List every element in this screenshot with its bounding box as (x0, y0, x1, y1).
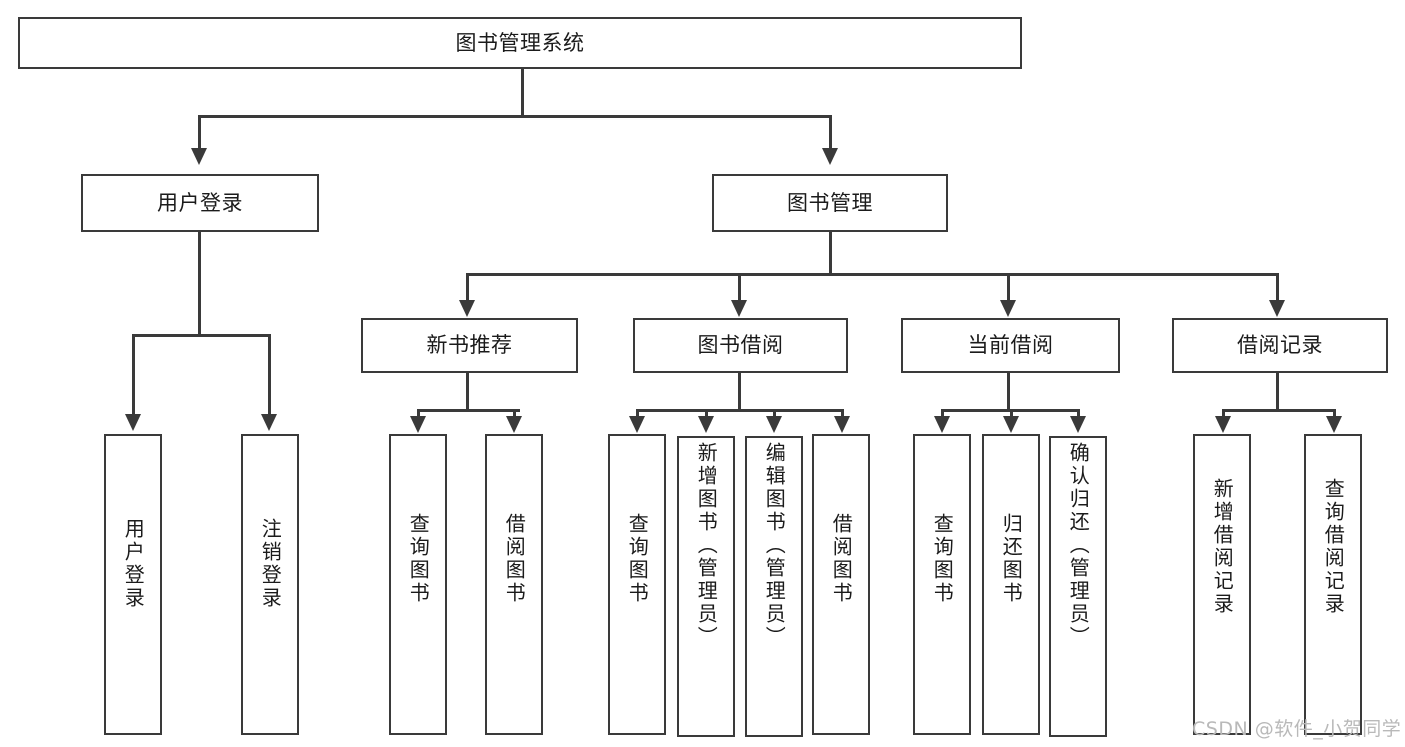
node-leaf-logout-login[interactable]: 注销登录 (241, 434, 299, 735)
node-label: 注销登录 (258, 518, 283, 610)
node-leaf-borrow-book-1[interactable]: 借阅图书 (485, 434, 543, 735)
arrowhead-leaf-edit-book (766, 416, 782, 433)
node-leaf-query-borrow-record[interactable]: 查询借阅记录 (1304, 434, 1362, 735)
node-label: 借阅记录 (1237, 333, 1323, 358)
edge-drop-leaf-edit-book (773, 409, 776, 419)
arrowhead-leaf-logout (261, 414, 277, 431)
node-leaf-query-book-2[interactable]: 查询图书 (608, 434, 666, 735)
edge-book-manage-stem (829, 232, 832, 276)
edge-current-borrow-stem (1007, 373, 1010, 412)
node-root-book-management-system[interactable]: 图书管理系统 (18, 17, 1022, 69)
arrowhead-new-book-rec (459, 300, 475, 317)
edge-borrow-record-stem (1276, 373, 1279, 412)
arrowhead-leaf-add-record (1215, 416, 1231, 433)
edge-drop-leaf-user-login (132, 334, 135, 417)
node-label: 编辑图书（管理员） (762, 442, 787, 649)
node-label: 查询图书 (406, 513, 431, 605)
node-leaf-add-book-admin[interactable]: 新增图书（管理员） (677, 436, 735, 737)
arrowhead-borrow-record (1269, 300, 1285, 317)
node-label: 图书管理系统 (455, 30, 585, 55)
node-label: 新增借阅记录 (1210, 478, 1235, 616)
edge-borrow-record-bar (1222, 409, 1336, 412)
node-label: 用户登录 (157, 190, 243, 215)
edge-book-borrow-bar (636, 409, 844, 412)
edge-drop-book-borrow (738, 273, 741, 303)
edge-drop-leaf-query-book-3 (941, 409, 944, 419)
node-leaf-confirm-return-admin[interactable]: 确认归还（管理员） (1049, 436, 1107, 737)
edge-drop-borrow-record (1276, 273, 1279, 303)
edge-drop-leaf-query-record (1333, 409, 1336, 419)
node-label: 图书借阅 (697, 333, 784, 358)
node-label: 查询图书 (930, 513, 955, 605)
edge-drop-leaf-return-book (1010, 409, 1013, 419)
edge-book-manage-bar (466, 273, 1278, 276)
edge-new-book-rec-stem (466, 373, 469, 412)
arrowhead-leaf-query-book-2 (629, 416, 645, 433)
node-leaf-edit-book-admin[interactable]: 编辑图书（管理员） (745, 436, 803, 737)
arrowhead-leaf-user-login (125, 414, 141, 431)
node-label: 新增图书（管理员） (694, 442, 719, 649)
node-borrow-record[interactable]: 借阅记录 (1172, 318, 1388, 373)
arrowhead-leaf-borrow-book-1 (506, 416, 522, 433)
node-label: 用户登录 (121, 518, 146, 610)
node-book-management[interactable]: 图书管理 (712, 174, 948, 232)
arrowhead-current-borrow (1000, 300, 1016, 317)
arrowhead-leaf-query-book-1 (410, 416, 426, 433)
node-label: 借阅图书 (502, 513, 527, 605)
edge-root-stem (521, 69, 524, 117)
node-label: 查询图书 (625, 513, 650, 605)
arrowhead-user-login (191, 148, 207, 165)
node-leaf-return-book[interactable]: 归还图书 (982, 434, 1040, 735)
arrowhead-book-borrow (731, 300, 747, 317)
edge-drop-leaf-confirm-return (1077, 409, 1080, 419)
arrowhead-leaf-borrow-book-2 (834, 416, 850, 433)
edge-user-login-stem (198, 232, 201, 337)
node-current-borrow[interactable]: 当前借阅 (901, 318, 1120, 373)
edge-drop-leaf-logout (268, 334, 271, 417)
edge-drop-user-login (198, 115, 201, 151)
node-label: 归还图书 (999, 513, 1024, 605)
node-label: 图书管理 (787, 190, 873, 215)
node-label: 确认归还（管理员） (1066, 442, 1091, 649)
arrowhead-leaf-add-book (698, 416, 714, 433)
edge-drop-leaf-borrow-book-1 (513, 409, 516, 419)
arrowhead-book-manage (822, 148, 838, 165)
edge-drop-leaf-add-book (705, 409, 708, 419)
edge-drop-leaf-borrow-book-2 (841, 409, 844, 419)
node-label: 借阅图书 (829, 513, 854, 605)
node-leaf-user-login[interactable]: 用户登录 (104, 434, 162, 735)
edge-user-login-bar (132, 334, 271, 337)
node-label: 当前借阅 (967, 333, 1054, 358)
edge-root-bar (198, 115, 832, 118)
arrowhead-leaf-return-book (1003, 416, 1019, 433)
edge-drop-book-manage (829, 115, 832, 151)
arrowhead-leaf-confirm-return (1070, 416, 1086, 433)
node-leaf-query-book-1[interactable]: 查询图书 (389, 434, 447, 735)
edge-drop-leaf-query-book-2 (636, 409, 639, 419)
arrowhead-leaf-query-book-3 (934, 416, 950, 433)
edge-drop-leaf-add-record (1222, 409, 1225, 419)
edge-drop-new-book-rec (466, 273, 469, 303)
arrowhead-leaf-query-record (1326, 416, 1342, 433)
edge-drop-current-borrow (1007, 273, 1010, 303)
edge-book-borrow-stem (738, 373, 741, 412)
node-label: 新书推荐 (426, 333, 513, 358)
node-user-login[interactable]: 用户登录 (81, 174, 319, 232)
node-new-book-recommendation[interactable]: 新书推荐 (361, 318, 578, 373)
node-label: 查询借阅记录 (1321, 478, 1346, 616)
node-leaf-query-book-3[interactable]: 查询图书 (913, 434, 971, 735)
node-leaf-add-borrow-record[interactable]: 新增借阅记录 (1193, 434, 1251, 735)
node-book-borrow[interactable]: 图书借阅 (633, 318, 848, 373)
edge-new-book-rec-bar (417, 409, 520, 412)
edge-drop-leaf-query-book-1 (417, 409, 420, 419)
node-leaf-borrow-book-2[interactable]: 借阅图书 (812, 434, 870, 735)
